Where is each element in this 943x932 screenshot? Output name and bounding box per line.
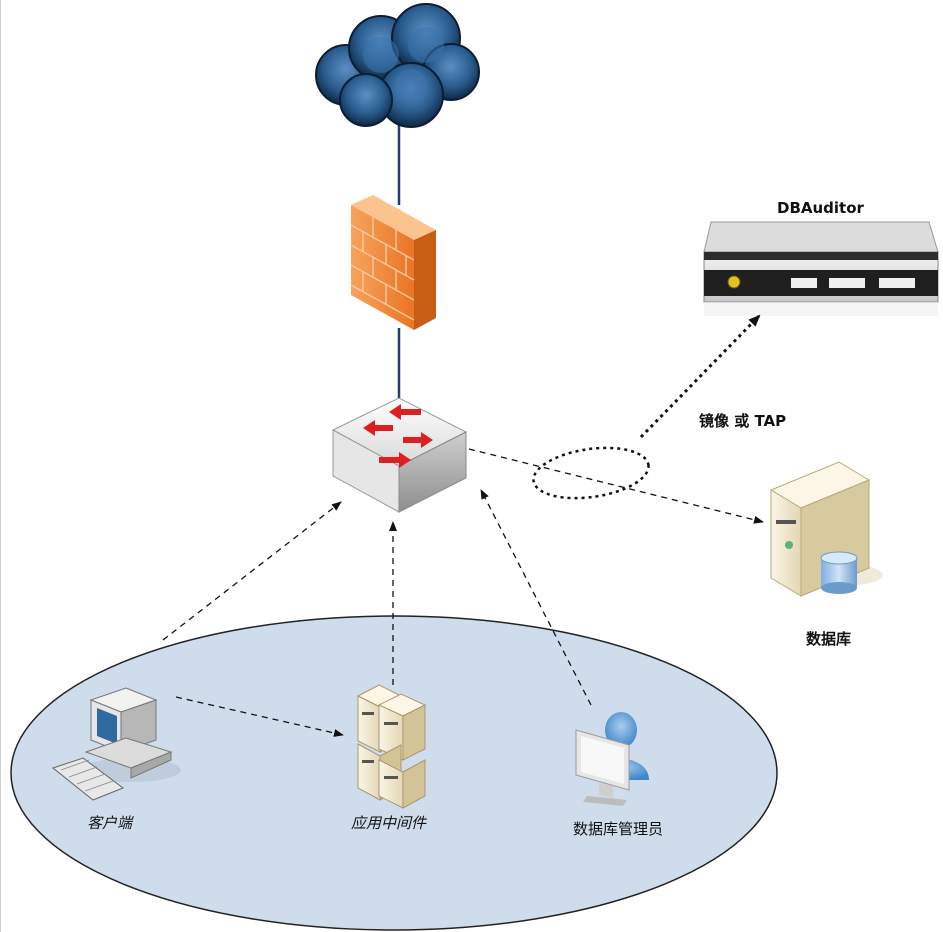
database-label: 数据库 — [806, 630, 852, 648]
middleware-label: 应用中间件 — [351, 814, 427, 832]
edge-mirror-auditor — [639, 314, 761, 439]
dba-label: 数据库管理员 — [573, 820, 664, 838]
auditor-label: DBAuditor — [777, 199, 864, 217]
database-server-icon — [769, 461, 883, 597]
client-label: 客户端 — [87, 814, 133, 832]
mirror-port-ring — [532, 446, 650, 500]
edge-dba-switch — [480, 489, 592, 706]
edge-client-switch — [162, 501, 342, 641]
firewall-icon — [350, 195, 436, 330]
server-stack-icon — [356, 684, 427, 809]
switch-icon — [331, 397, 468, 513]
appliance-icon — [703, 221, 939, 316]
computer-icon — [51, 687, 181, 801]
edge-switch-database — [468, 448, 764, 524]
mirror-tap-label: 镜像 或 TAP — [699, 412, 787, 430]
cloud-icon — [315, 3, 480, 128]
user-workstation-icon — [575, 712, 649, 806]
